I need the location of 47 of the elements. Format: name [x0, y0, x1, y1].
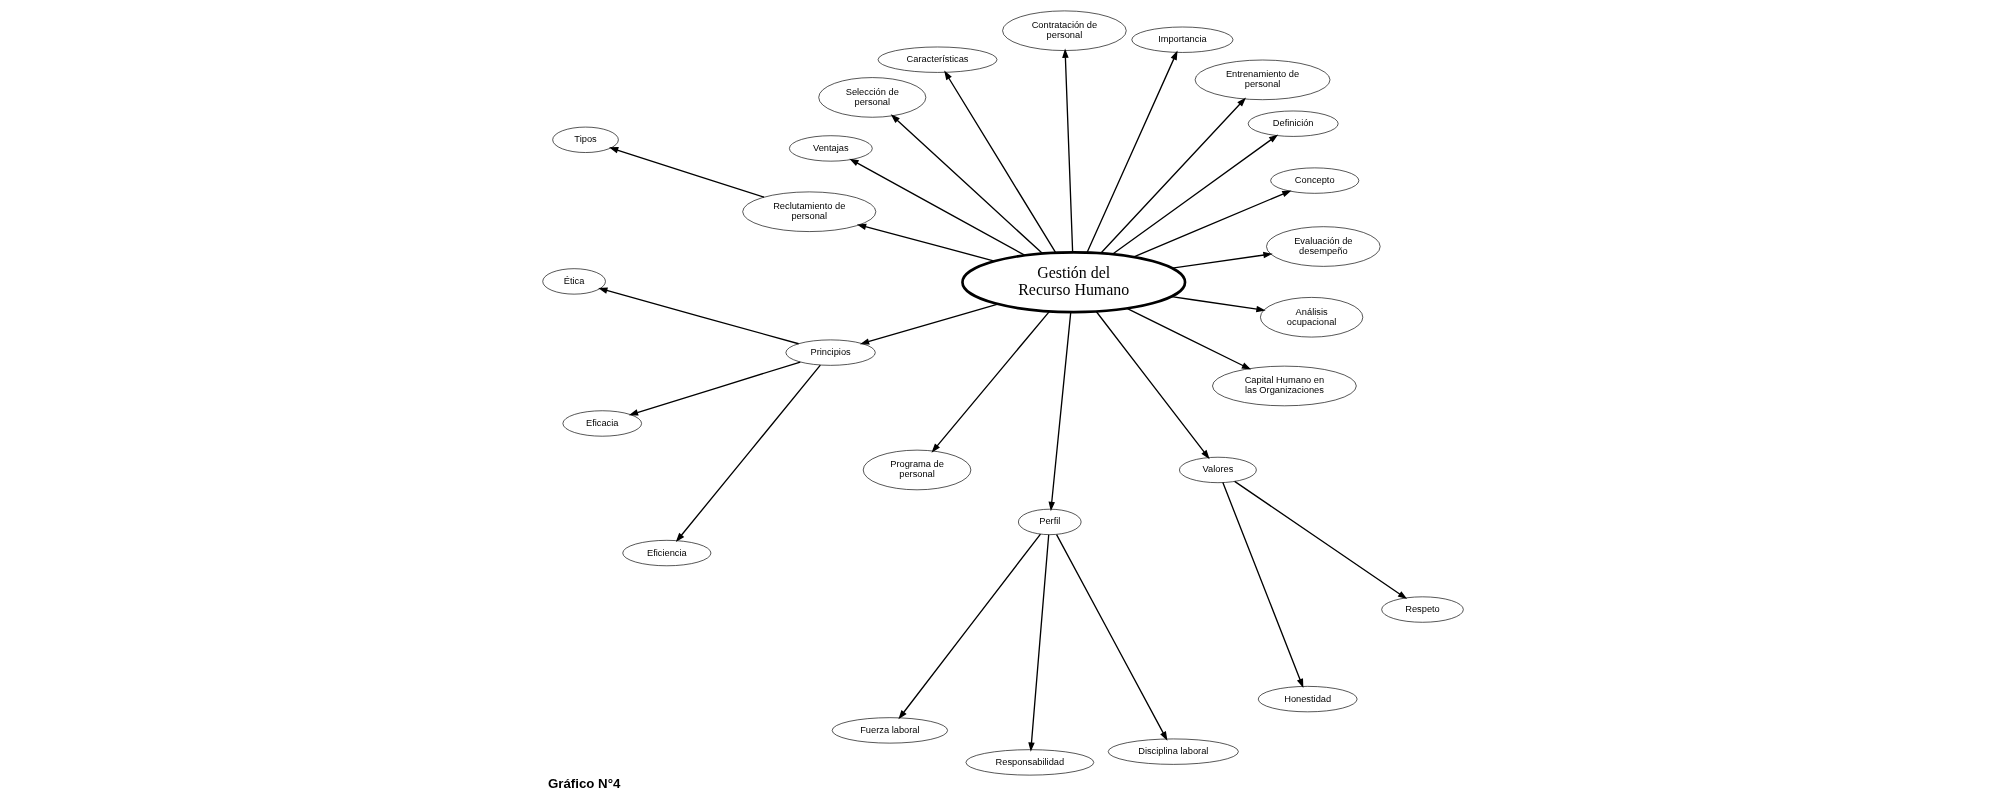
- arrow: [1126, 308, 1252, 370]
- arrow: [1171, 251, 1273, 269]
- caption: Gráfico N°4: [547, 775, 621, 791]
- node-ellipse: Características: [877, 46, 998, 73]
- arrow: [944, 70, 1057, 254]
- node-ellipse: Selección de personal: [818, 77, 927, 118]
- node-ellipse: Programa de personal: [862, 449, 972, 491]
- arrow: [1170, 295, 1266, 313]
- arrow: [849, 158, 1026, 256]
- node-ellipse: Perfil: [1018, 508, 1082, 535]
- arrow: [890, 114, 1043, 254]
- arrow: [675, 364, 821, 543]
- arrow: [1233, 480, 1408, 600]
- arrow: [598, 287, 800, 345]
- arrow: [1062, 48, 1074, 253]
- arrow: [856, 223, 996, 262]
- node-ellipse: Ventajas: [789, 135, 873, 162]
- node-ellipse: Importancia: [1131, 26, 1234, 53]
- node-ellipse: Disciplina laboral: [1107, 738, 1239, 765]
- node-ellipse: Análisis ocupacional: [1260, 297, 1364, 338]
- node-ellipse: Honestidad: [1257, 686, 1358, 713]
- arrow: [1100, 97, 1247, 254]
- node-ellipse: Concepto: [1270, 167, 1360, 194]
- arrow: [1086, 50, 1178, 253]
- node-ellipse: Eficiencia: [622, 540, 712, 567]
- arrow: [898, 533, 1042, 720]
- node-ellipse: Capital Humano en las Organizaciones: [1212, 365, 1357, 407]
- arrow: [609, 147, 765, 198]
- node-ellipse: Fuerza laboral: [831, 717, 948, 744]
- arrow: [1028, 534, 1050, 752]
- arrow: [628, 361, 801, 416]
- node-ellipse: Gestión del Recurso Humano: [961, 251, 1187, 314]
- node-ellipse: Evaluación de desempeño: [1266, 226, 1381, 267]
- arrow: [1133, 190, 1292, 258]
- arrow: [931, 310, 1050, 453]
- node-ellipse: Responsabilidad: [965, 749, 1095, 776]
- node-ellipse: Contratación de personal: [1002, 10, 1127, 51]
- node-ellipse: Definición: [1247, 110, 1339, 137]
- arrow: [1112, 134, 1279, 255]
- arrow: [859, 303, 999, 345]
- arrow: [1048, 311, 1072, 512]
- node-ellipse: Valores: [1179, 456, 1257, 483]
- node-ellipse: Entrenamiento de personal: [1194, 59, 1331, 101]
- arrow: [1095, 311, 1210, 460]
- arrow: [1222, 481, 1304, 689]
- node-ellipse: Respeto: [1381, 596, 1464, 623]
- arrow: [1055, 533, 1168, 741]
